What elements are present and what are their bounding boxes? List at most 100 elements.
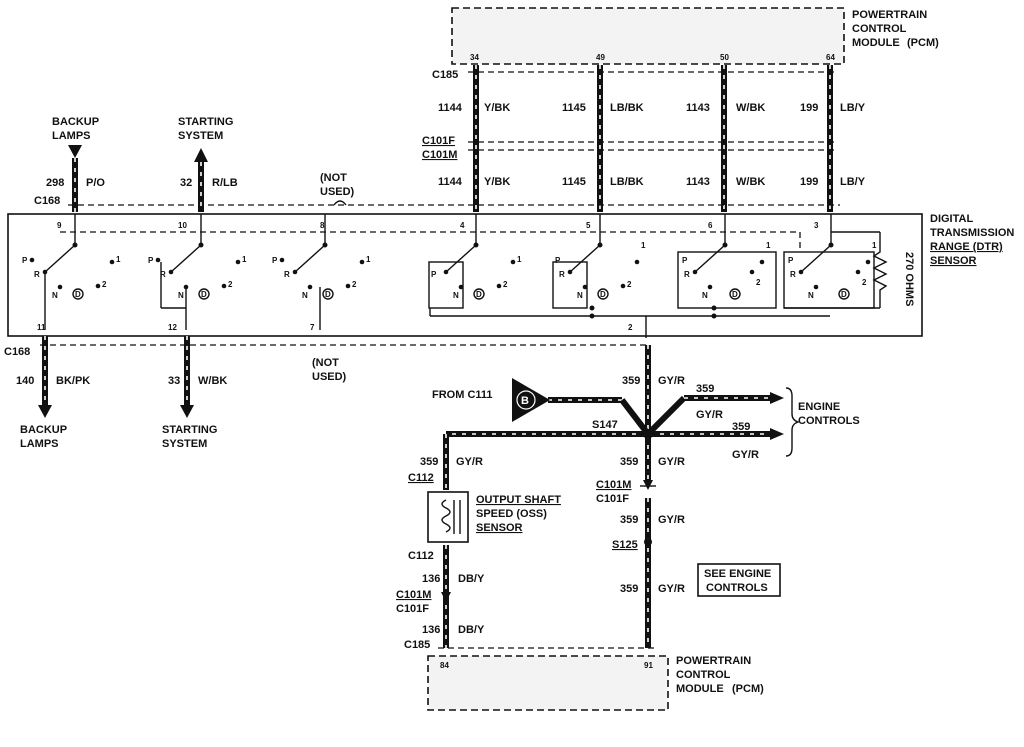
backup-lower-circuit: 140 (16, 375, 34, 387)
oss-line1: OUTPUT SHAFT (476, 494, 561, 506)
svg-text:12: 12 (168, 323, 177, 332)
starting-lower-circuit: 33 (168, 375, 180, 387)
svg-text:D: D (75, 290, 81, 299)
svg-text:3: 3 (814, 221, 819, 230)
svg-text:9: 9 (57, 221, 62, 230)
starting-lower-line1: STARTING (162, 424, 217, 436)
c101f-top-label: C101F (422, 135, 455, 147)
svg-text:2: 2 (862, 278, 867, 287)
w359-ec1: 359 (696, 383, 714, 395)
svg-text:N: N (52, 291, 58, 300)
c136-1: 136 (422, 573, 440, 585)
svg-text:1: 1 (242, 255, 247, 264)
wire-ybk-lower: Y/BK (484, 176, 510, 188)
wire-199-upper: 199 (800, 102, 818, 114)
s147-label: S147 (592, 419, 618, 431)
oss-line2: SPEED (OSS) (476, 508, 547, 520)
gyr-top: GY/R (658, 375, 685, 387)
svg-text:R: R (160, 270, 166, 279)
starting-lower-wire (180, 336, 194, 418)
dtr-line2: TRANSMISSION (930, 227, 1014, 239)
svg-text:4: 4 (460, 221, 465, 230)
gyr-ec1: GY/R (696, 409, 723, 421)
pcm-top-box (451, 7, 845, 65)
svg-text:P: P (22, 256, 28, 265)
w359-left: 359 (420, 456, 438, 468)
svg-text:P: P (272, 256, 278, 265)
svg-text:1: 1 (366, 255, 371, 264)
pcm-bottom-box (427, 655, 669, 711)
starting-upper-line2: SYSTEM (178, 130, 223, 142)
not-used-upper-2: USED) (320, 186, 355, 198)
svg-text:7: 7 (310, 323, 315, 332)
see-line2: CONTROLS (706, 582, 768, 594)
svg-text:N: N (702, 291, 708, 300)
svg-text:5: 5 (586, 221, 591, 230)
gyr-r2: GY/R (658, 514, 685, 526)
svg-text:P: P (788, 256, 794, 265)
pcm-bottom-pin-91: 91 (644, 661, 653, 670)
svg-text:R: R (284, 270, 290, 279)
svg-text:10: 10 (178, 221, 187, 230)
pcm-top-line1: POWERTRAIN (852, 9, 927, 21)
oss-coil-icon (441, 499, 451, 533)
see-line1: SEE ENGINE (704, 568, 771, 580)
from-c111-label: FROM C111 (432, 389, 493, 401)
gyr-ec2: GY/R (732, 449, 759, 461)
see-engine-controls-box (697, 563, 781, 597)
svg-text:P: P (555, 256, 561, 265)
svg-text:D: D (201, 290, 207, 299)
top-wires (68, 65, 840, 212)
svg-text:R: R (684, 270, 690, 279)
w359-top: 359 (622, 375, 640, 387)
wire-lbbk-upper: LB/BK (610, 102, 644, 114)
svg-text:R: R (559, 270, 565, 279)
svg-text:2: 2 (102, 280, 107, 289)
pcm-top-pin-64: 64 (826, 53, 835, 62)
backup-lamps-upper-wire (68, 145, 82, 212)
backup-upper-line2: LAMPS (52, 130, 91, 142)
wire-1145-lower: 1145 (562, 176, 586, 188)
c101m-top-label: C101M (422, 149, 457, 161)
wire-199-lower: 199 (800, 176, 818, 188)
starting-upper-line1: STARTING (178, 116, 233, 128)
svg-text:P: P (148, 256, 154, 265)
oss-sensor-box (427, 491, 469, 543)
svg-text:D: D (476, 290, 482, 299)
resistor-label: 270 OHMS (903, 252, 915, 306)
svg-text:2: 2 (228, 280, 233, 289)
dtr-line4: SENSOR (930, 255, 977, 267)
starting-upper-circuit: 32 (180, 177, 192, 189)
svg-text:2: 2 (503, 280, 508, 289)
pcm-bottom-line2: CONTROL (676, 669, 731, 681)
svg-text:1: 1 (872, 241, 877, 250)
svg-text:2: 2 (352, 280, 357, 289)
pcm-top-pin-49: 49 (596, 53, 605, 62)
svg-text:D: D (600, 290, 606, 299)
engine-line1: ENGINE (798, 401, 840, 413)
gyr-left: GY/R (456, 456, 483, 468)
backup-upper-color: P/O (86, 177, 105, 189)
svg-text:1: 1 (116, 255, 121, 264)
pcm-top-line3: MODULE (852, 37, 900, 49)
connector-b-circle (516, 390, 536, 410)
svg-text:8: 8 (320, 221, 325, 230)
c185-top-label: C185 (432, 69, 458, 81)
wire-1145-upper: 1145 (562, 102, 586, 114)
c112-bottom-label: C112 (408, 550, 434, 562)
svg-text:6: 6 (708, 221, 713, 230)
c168-top-label: C168 (34, 195, 60, 207)
wire-1144-lower: 1144 (438, 176, 463, 188)
c101f-left-label: C101F (396, 603, 429, 615)
pcm-bottom-pin-84: 84 (440, 661, 449, 670)
svg-text:R: R (790, 270, 796, 279)
w359-r3: 359 (620, 583, 638, 595)
svg-text:R: R (34, 270, 40, 279)
pcm-top-pin-50: 50 (720, 53, 729, 62)
w359-r2: 359 (620, 514, 638, 526)
pcm-bottom-line1: POWERTRAIN (676, 655, 751, 667)
wire-lby-lower: LB/Y (840, 176, 866, 188)
starting-upper-wire (194, 148, 208, 212)
s125-label: S125 (612, 539, 638, 551)
